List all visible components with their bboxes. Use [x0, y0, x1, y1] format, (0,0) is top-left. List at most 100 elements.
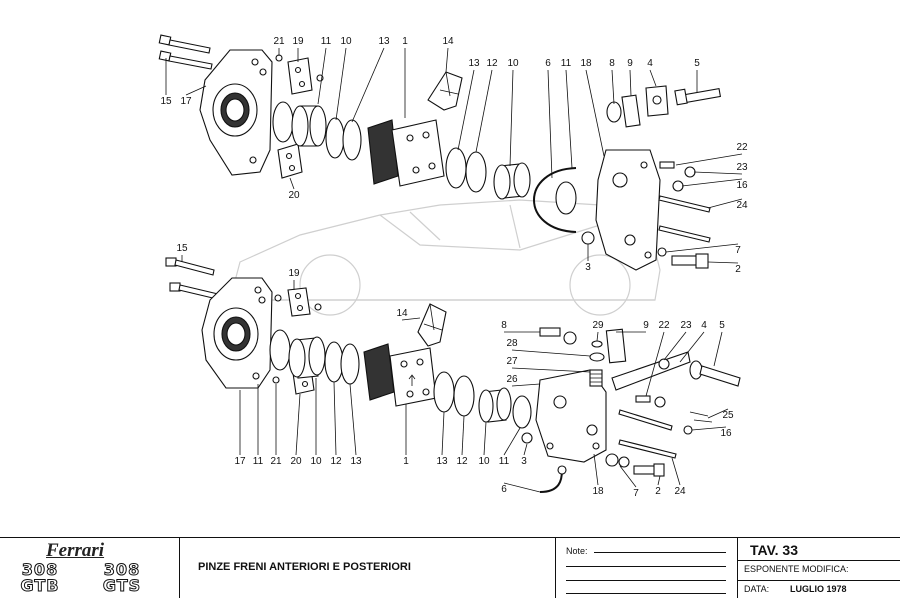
- leader-line: [351, 47, 385, 123]
- leader-line: [679, 331, 705, 363]
- callout-number: 11: [321, 36, 332, 47]
- callout-number: 3: [521, 456, 527, 467]
- leader-line: [671, 457, 681, 486]
- callout-number: 13: [350, 456, 362, 467]
- plate-20-upper: [277, 143, 303, 179]
- leader-line: [349, 383, 357, 456]
- leader-line: [693, 171, 743, 175]
- caliper-half-17-upper: [199, 49, 273, 176]
- seal-11-lower: [269, 329, 291, 371]
- screw-22-upper: [659, 161, 675, 169]
- leader-line: [681, 178, 743, 187]
- note-line: [566, 566, 726, 567]
- piston-10-lower-right: [478, 387, 512, 423]
- callout-number: 4: [647, 58, 653, 69]
- spring-clip-14-lower: [417, 303, 447, 347]
- model-variant: GTS: [102, 576, 142, 595]
- leader-line: [317, 47, 327, 105]
- title-cell: PINZE FRENI ANTERIORI E POSTERIORI: [180, 538, 556, 598]
- callout-number: 1: [402, 36, 408, 47]
- callout-number: 7: [633, 488, 639, 499]
- callout-number: 22: [658, 320, 670, 331]
- callout-number: 23: [736, 162, 748, 173]
- modification-label: ESPONENTE MODIFICA:: [744, 564, 849, 574]
- brake-pipe-6-upper: [533, 167, 577, 233]
- cap-29-lower: [591, 340, 603, 348]
- leader-line: [401, 317, 421, 321]
- spring-clip-14-upper: [427, 71, 463, 111]
- leader-line: [713, 331, 723, 367]
- exploded-brake-caliper-diagram: 2119111013114131210611188945151720222316…: [158, 34, 748, 499]
- leader-line: [596, 331, 599, 342]
- stud-24-upper-b: [658, 225, 711, 243]
- callout-number: 14: [396, 308, 408, 319]
- leader-line: [461, 415, 465, 456]
- callout-number: 27: [506, 356, 518, 367]
- leader-line: [509, 69, 514, 167]
- callout-number: 2: [735, 264, 741, 275]
- plate-19-lower: [274, 287, 322, 317]
- pipe-8-lower: [539, 327, 577, 345]
- caliper-half-17-lower: [201, 277, 273, 389]
- callout-number: 24: [674, 486, 686, 497]
- callout-number: 5: [719, 320, 725, 331]
- info-cell: TAV. 33 ESPONENTE MODIFICA: DATA: LUGLIO…: [738, 538, 900, 598]
- callout-number: 19: [288, 268, 300, 279]
- seal-11-upper: [272, 101, 294, 143]
- brake-pads-1-lower: [363, 343, 437, 407]
- lower-assembly: [165, 257, 741, 493]
- ring-13-upper-right: [445, 147, 467, 189]
- bolt-15-upper: [158, 34, 213, 70]
- callout-number: 6: [545, 58, 551, 69]
- callout-number: 15: [160, 96, 172, 107]
- ring-12-lower: [324, 341, 344, 383]
- bolt-2-upper: [671, 253, 709, 269]
- leader-line: [649, 69, 657, 87]
- leader-line: [629, 69, 632, 97]
- ring-13-upper: [342, 119, 362, 161]
- leader-line: [707, 408, 729, 419]
- callout-number: 7: [735, 245, 741, 256]
- nut-23b-lower: [654, 396, 666, 408]
- callout-number: 11: [499, 456, 510, 467]
- plate-19-upper: [275, 54, 324, 95]
- callout-number: 20: [290, 456, 302, 467]
- date-label: DATA:: [744, 584, 770, 594]
- date-value: LUGLIO 1978: [790, 584, 847, 594]
- leader-line: [445, 47, 449, 73]
- callout-number: 5: [694, 58, 700, 69]
- callout-number: 12: [330, 456, 342, 467]
- leader-line: [707, 261, 739, 264]
- callout-number: 28: [506, 338, 518, 349]
- caliper-half-18-upper: [595, 149, 661, 271]
- leader-line: [523, 443, 528, 456]
- note-line: [594, 552, 726, 553]
- callout-number: 24: [736, 200, 748, 211]
- washer-3-upper: [581, 231, 595, 245]
- callout-number: 14: [442, 36, 454, 47]
- cap-23-upper: [684, 166, 696, 178]
- note-line: [566, 593, 726, 594]
- leader-line: [619, 465, 637, 488]
- leader-line: [585, 69, 605, 157]
- model-badge-gtb: 308 GTB: [10, 561, 70, 594]
- stud-24-lower-b: [618, 439, 677, 459]
- callout-number: 26: [506, 374, 518, 385]
- bleeder-26-27-lower: [589, 369, 603, 387]
- callout-number: 12: [456, 456, 468, 467]
- upper-assembly: [158, 34, 722, 271]
- callout-number: 4: [701, 320, 707, 331]
- callout-number: 21: [270, 456, 282, 467]
- callout-number: 25: [722, 410, 734, 421]
- leader-line: [511, 367, 591, 373]
- leader-line: [503, 482, 541, 493]
- callout-number: 20: [288, 190, 300, 201]
- callout-number: 18: [580, 58, 592, 69]
- leader-line: [511, 383, 541, 387]
- callout-number: 9: [627, 58, 633, 69]
- callout-number: 21: [273, 36, 285, 47]
- callout-number: 13: [378, 36, 390, 47]
- leader-line: [691, 426, 727, 431]
- washer-8-upper: [606, 101, 622, 123]
